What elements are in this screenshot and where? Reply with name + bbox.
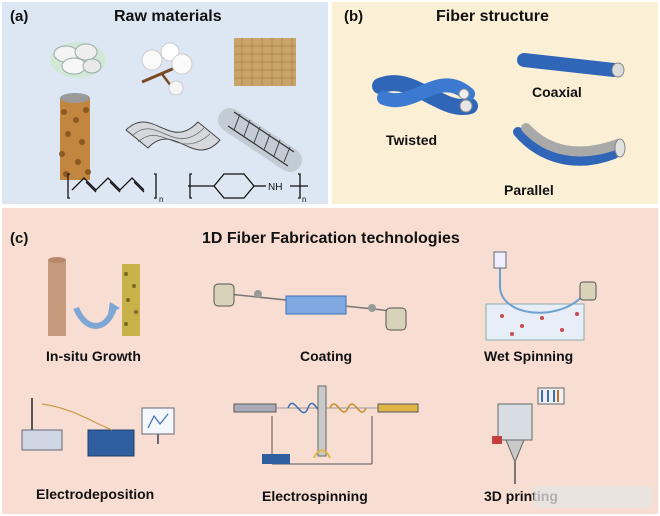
wet-spinning-label: Wet Spinning	[484, 348, 574, 364]
coating-line-icon	[213, 283, 407, 331]
panel-a-title: Raw materials	[114, 8, 222, 25]
fabric-swatch-icon	[234, 38, 296, 86]
coaxial-fiber-icon	[517, 53, 625, 78]
subscript-n-2: n	[302, 195, 306, 204]
insitu-growth-label: In-situ Growth	[46, 348, 141, 364]
wet-spinning-bath-icon	[485, 251, 597, 341]
cellulose-pellets-icon	[50, 42, 106, 78]
panel-fabrication-technologies: (c) 1D Fiber Fabrication technologies	[2, 208, 658, 514]
growth-column-icon	[59, 93, 91, 180]
insitu-growth-icon	[48, 257, 140, 336]
panel-b-label: (b)	[344, 8, 364, 25]
fiber-structure-illustrations	[372, 53, 626, 166]
carbon-nanotube-icon	[218, 108, 302, 172]
fabrication-illustrations	[21, 251, 597, 484]
electrospinning-label: Electrospinning	[262, 488, 368, 504]
cotton-icon	[141, 42, 193, 96]
coaxial-label: Coaxial	[532, 84, 582, 100]
subscript-n-1: n	[159, 195, 163, 204]
twisted-label: Twisted	[386, 132, 438, 148]
panel-raw-materials: (a) Raw materials	[2, 2, 328, 204]
polyacetylene-formula-icon	[67, 173, 157, 199]
panel-a-label: (a)	[10, 8, 29, 25]
3d-printer-nozzle-icon	[492, 387, 565, 484]
panel-b-title: Fiber structure	[436, 8, 549, 25]
electrodeposition-setup-icon	[21, 398, 175, 457]
parallel-label: Parallel	[504, 182, 554, 198]
panel-fiber-structure: (b) Fiber structure Twisted Coaxial Para…	[332, 2, 658, 204]
parallel-fiber-icon	[513, 123, 626, 166]
panel-c-title: 1D Fiber Fabrication technologies	[202, 230, 460, 247]
svg-text:NH: NH	[268, 182, 282, 193]
electrodeposition-label: Electrodeposition	[36, 486, 155, 502]
raw-materials-illustrations: n NH n	[50, 38, 308, 204]
watermark-logo	[534, 486, 652, 508]
graphene-sheet-icon	[125, 121, 221, 151]
coating-label: Coating	[300, 348, 353, 364]
polyaniline-formula-icon	[188, 173, 308, 199]
twisted-fiber-icon	[372, 75, 478, 115]
electrospinning-setup-icon	[233, 385, 419, 465]
panel-c-label: (c)	[10, 230, 29, 247]
